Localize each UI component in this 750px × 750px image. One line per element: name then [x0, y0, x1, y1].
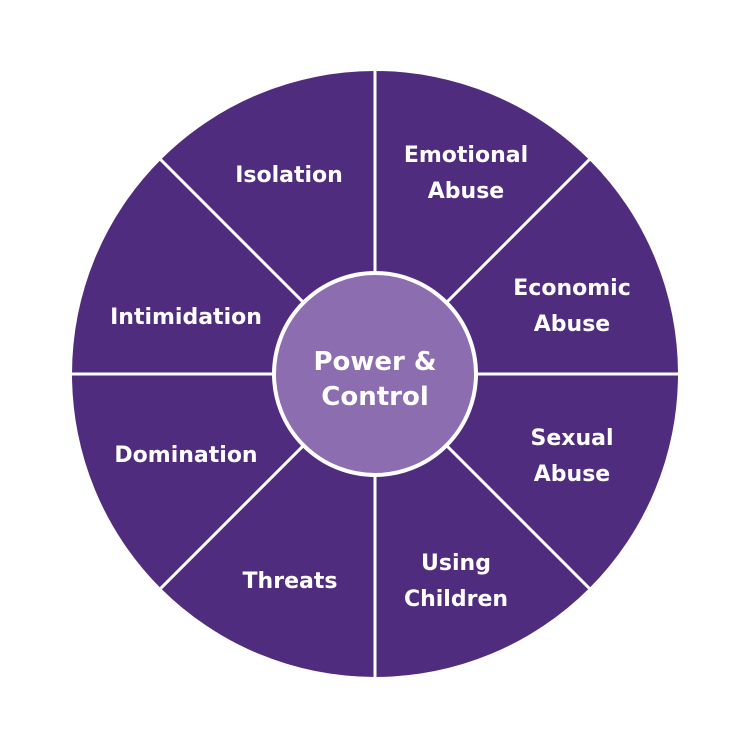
segment-label-using-children-line2: Children [404, 587, 508, 612]
segment-label-economic-abuse-line1: Economic [513, 276, 630, 301]
segment-label-domination: Domination [114, 443, 257, 468]
divider-line [445, 444, 591, 590]
segment-label-using-children-line1: Using [421, 551, 491, 576]
wheel-dividers [72, 71, 678, 677]
segment-label-economic-abuse-line2: Abuse [534, 312, 610, 337]
wheel-hub: Power & Control [272, 271, 478, 477]
center-hub [272, 271, 478, 477]
segment-label-emotional-abuse-line1: Emotional [404, 143, 528, 168]
segment-label-intimidation: Intimidation [110, 305, 262, 330]
divider-line [159, 158, 305, 304]
divider-line [159, 444, 305, 590]
center-label-line2: Control [321, 382, 428, 412]
segment-label-isolation: Isolation [235, 163, 343, 188]
center-label-line1: Power & [313, 347, 436, 377]
segment-label-emotional-abuse-line2: Abuse [428, 179, 504, 204]
divider-line [445, 158, 591, 304]
wheel-labels: IsolationEmotionalAbuseEconomicAbuseSexu… [110, 143, 631, 612]
segment-label-sexual-abuse-line2: Abuse [534, 462, 610, 487]
segment-label-threats: Threats [243, 569, 338, 594]
segment-label-sexual-abuse-line1: Sexual [530, 426, 613, 451]
